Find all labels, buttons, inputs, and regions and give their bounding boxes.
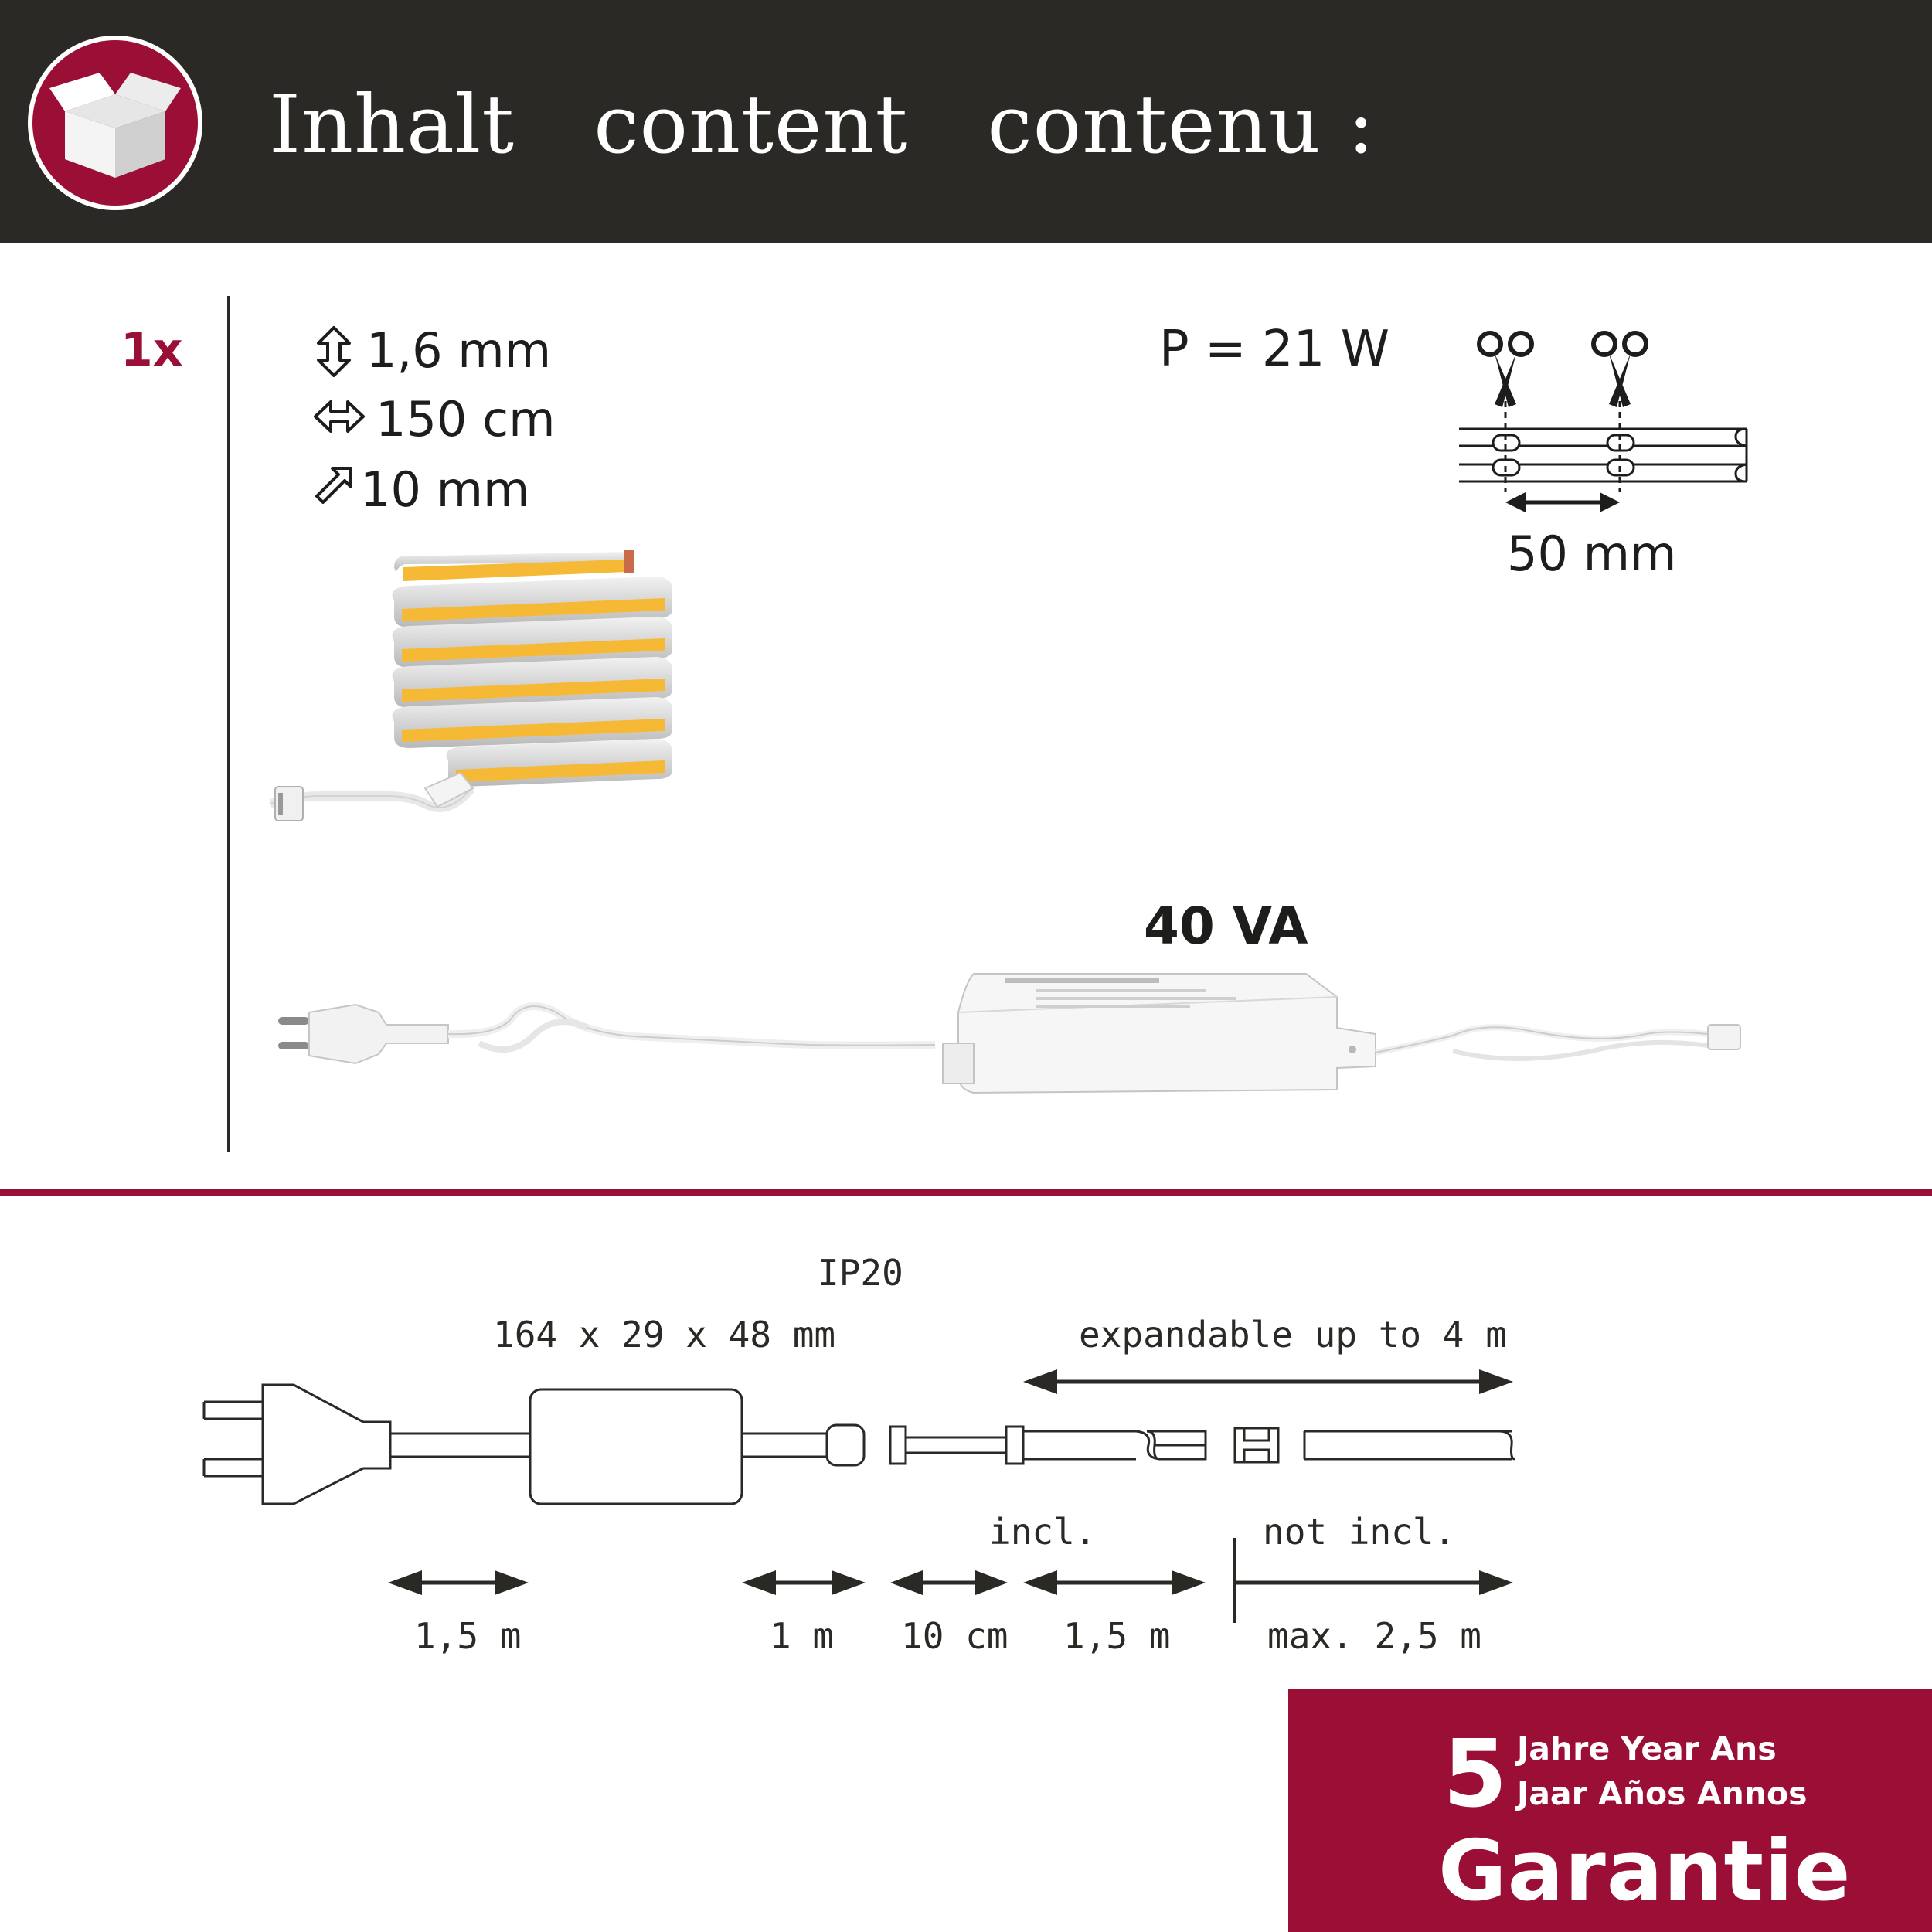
page-title: Inhalt content contenu : (269, 77, 1376, 172)
guarantee-years: 5 (1443, 1721, 1508, 1828)
system-schematic (202, 1369, 1515, 1623)
output-connector (1707, 1024, 1741, 1050)
header-bar: Inhalt content contenu : (0, 0, 1932, 243)
power-rating: P = 21 W (1159, 321, 1389, 378)
not-included-label: not incl. (1263, 1511, 1456, 1553)
vertical-divider (227, 296, 230, 1152)
length-connector: 10 cm (901, 1615, 1009, 1657)
plug-pin (202, 1458, 263, 1478)
transformer-image (278, 973, 1741, 1094)
plug-body (261, 1383, 392, 1505)
box-badge (28, 36, 202, 210)
guarantee-line1: Jahre Year Ans (1517, 1730, 1777, 1767)
spec-width: 10 mm (360, 461, 530, 518)
power-plug (278, 1003, 449, 1065)
length-max-extension: max. 2,5 m (1267, 1615, 1481, 1657)
box-icon (49, 73, 181, 178)
included-label: incl. (989, 1511, 1097, 1553)
transformer-rating: 40 VA (1144, 896, 1308, 956)
guarantee-badge: 5 Jahre Year Ans Jaar Años Annos Garanti… (1288, 1689, 1932, 1932)
length-icon (314, 400, 365, 433)
guarantee-word: Garantie (1438, 1823, 1852, 1920)
width-icon (315, 467, 352, 504)
transformer-box (942, 973, 1376, 1094)
guarantee-line2: Jaar Años Annos (1517, 1775, 1808, 1812)
cut-marks-diagram (1459, 331, 1748, 512)
quantity-label: 1x (121, 323, 183, 377)
height-icon (317, 326, 351, 377)
dimension-arrow (1505, 492, 1620, 512)
scissors-icon (1477, 331, 1534, 407)
transformer-dimensions: 164 x 29 x 48 mm (493, 1314, 836, 1355)
spec-height: 1,6 mm (366, 322, 552, 379)
led-strip-image (270, 550, 672, 821)
expandable-label: expandable up to 4 m (1079, 1314, 1507, 1355)
plug-pin (202, 1400, 263, 1420)
length-output-cable: 1 m (770, 1615, 835, 1657)
transformer-box (529, 1388, 743, 1505)
cut-distance: 50 mm (1507, 526, 1677, 582)
ip-rating: IP20 (818, 1252, 903, 1294)
section-divider (0, 1189, 1932, 1196)
length-cable: 1,5 m (414, 1615, 522, 1657)
length-strip: 1,5 m (1063, 1615, 1171, 1657)
spec-length: 150 cm (376, 391, 556, 447)
scissors-icon (1591, 331, 1648, 407)
